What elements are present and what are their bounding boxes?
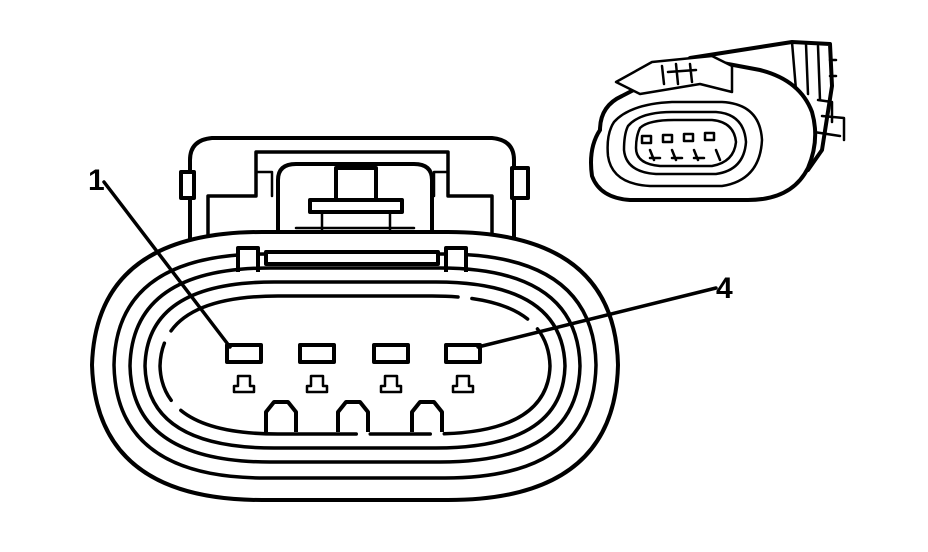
- iso-terminal-1: [640, 134, 653, 145]
- terminal-cavity-4: [444, 343, 482, 364]
- terminal-cavity-3: [372, 343, 410, 364]
- seal-ring-inner: [158, 294, 552, 436]
- latch-bar: [308, 198, 404, 214]
- connector-isometric-view: [589, 40, 846, 202]
- tab-inner-frame: [206, 150, 494, 264]
- tab-inner-step-left: [254, 170, 274, 198]
- polarizing-key-3: [410, 400, 444, 432]
- iso-terminal-4: [703, 131, 716, 142]
- iso-terminal-3: [682, 132, 695, 143]
- iso-wire-leads: [812, 98, 846, 142]
- iso-rear-ribs: [790, 40, 838, 102]
- terminal-cavity-1: [225, 343, 263, 364]
- callout-label-4: 4: [716, 272, 733, 305]
- iso-terminal-2: [661, 133, 674, 144]
- terminal-lock-window-2: [305, 374, 329, 394]
- leader-line-4: [476, 286, 718, 349]
- seal-ring-outer: [128, 266, 582, 464]
- iso-top-lock-detail: [660, 62, 698, 86]
- seal-ring-middle: [143, 280, 567, 450]
- polarizing-key-1: [264, 400, 298, 432]
- connector-face-view: 1 4: [88, 136, 733, 502]
- side-ear-left: [179, 170, 196, 200]
- polarizing-key-2: [336, 400, 370, 432]
- iso-terminal-keys: [648, 148, 722, 162]
- terminal-cavity-2: [298, 343, 336, 364]
- center-rail: [264, 250, 440, 266]
- callout-label-1: 1: [88, 164, 105, 197]
- iso-face-seal: [634, 118, 738, 168]
- connector-outer-shell: [90, 230, 620, 502]
- terminal-lock-window-1: [232, 374, 256, 394]
- terminal-lock-window-4: [451, 374, 475, 394]
- terminal-lock-window-3: [379, 374, 403, 394]
- guide-post-left: [236, 246, 260, 272]
- connector-shell-inner-line: [112, 252, 598, 480]
- iso-top-lock: [614, 54, 734, 96]
- guide-post-right: [444, 246, 468, 272]
- leader-line-1: [102, 180, 232, 349]
- side-ear-right: [510, 166, 530, 200]
